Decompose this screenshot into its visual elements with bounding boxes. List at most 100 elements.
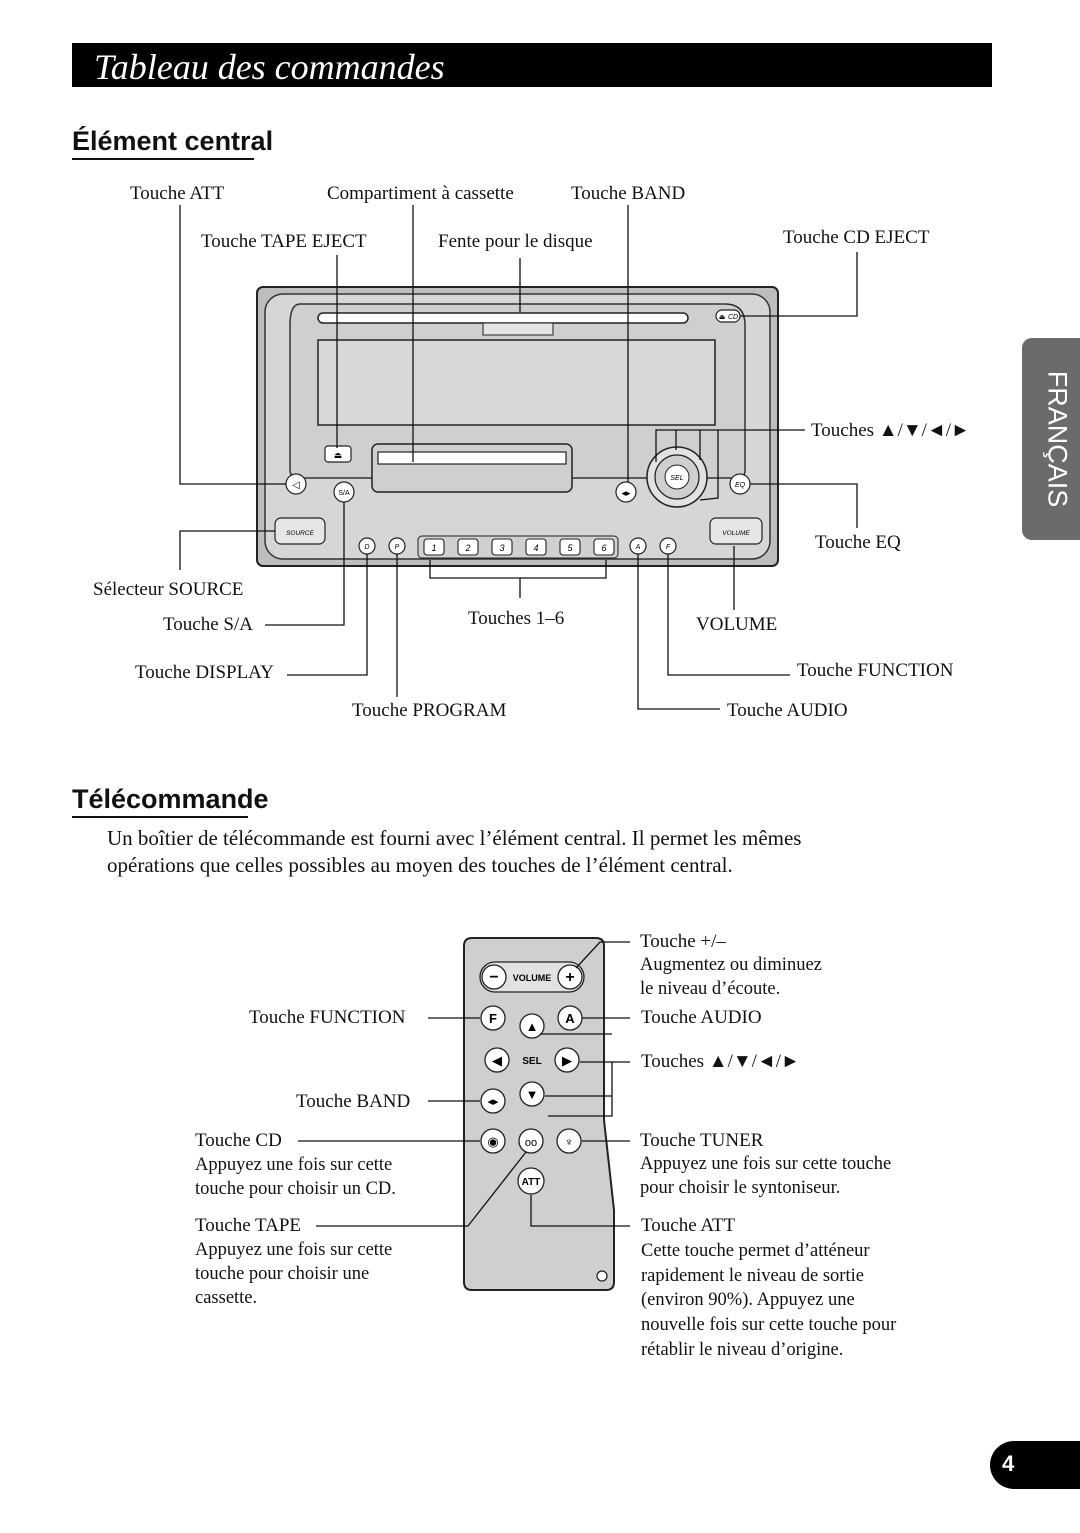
label-remote-band: Touche BAND — [296, 1091, 411, 1112]
label-remote-cd: Touche CD — [195, 1130, 282, 1151]
remote-function-button — [480, 1005, 506, 1031]
preset-button-6[interactable] — [593, 538, 615, 556]
speaker-icon: ◁ — [292, 480, 300, 491]
label-display: Touche DISPLAY — [135, 662, 274, 683]
remote-att-button — [517, 1167, 545, 1195]
remote-left-button — [484, 1047, 510, 1073]
remote-audio-text: A — [565, 1011, 575, 1026]
label-source: Sélecteur SOURCE — [93, 579, 244, 600]
desc-tape-2: touche pour choisir une — [195, 1264, 370, 1284]
preset-button-5[interactable] — [559, 538, 581, 556]
remote-leaders — [298, 941, 630, 1227]
desc-tuner-2: pour choisir le syntoniseur. — [640, 1178, 841, 1198]
preset-button-label: 3 — [499, 543, 504, 553]
desc-cd-2: touche pour choisir un CD. — [195, 1179, 396, 1199]
remote-volume-text: VOLUME — [513, 973, 552, 983]
minus-icon: − — [489, 969, 498, 986]
label-disc-slot: Fente pour le disque — [438, 231, 593, 252]
remote-right-button — [554, 1047, 580, 1073]
desc-tape-3: cassette. — [195, 1288, 258, 1308]
program-button-text: P — [395, 544, 400, 551]
remote-function-text: F — [489, 1011, 497, 1026]
label-remote-att: Touche ATT — [641, 1215, 736, 1236]
down-arrow-icon: ▼ — [526, 1087, 539, 1102]
page-number: 4 — [1002, 1451, 1015, 1476]
desc-cd-1: Appuyez une fois sur cette — [195, 1155, 393, 1175]
preset-button-4[interactable] — [525, 538, 547, 556]
label-remote-arrows: Touches ▲/▼/◄/► — [641, 1051, 800, 1072]
cassette-window — [317, 339, 716, 426]
page-title: Tableau des commandes — [94, 47, 445, 87]
label-audio: Touche AUDIO — [727, 700, 848, 721]
desc-att-3: (environ 90%). Appuyez une — [641, 1290, 855, 1310]
eq-button-text: EQ — [735, 482, 746, 489]
source-knob-text: SOURCE — [286, 530, 314, 537]
label-eq: Touche EQ — [815, 532, 901, 553]
label-plusminus: Touche +/– — [640, 931, 726, 952]
right-arrow-icon: ▶ — [562, 1053, 572, 1068]
tape-icon: oo — [525, 1137, 537, 1149]
cassette-slot — [377, 451, 567, 465]
label-cassette: Compartiment à cassette — [327, 183, 514, 204]
remote-down-button — [519, 1081, 545, 1107]
preset-button-1[interactable] — [423, 538, 445, 556]
volume-plus-button — [557, 964, 583, 990]
desc-tape-1: Appuyez une fois sur cette — [195, 1240, 393, 1260]
ir-indicator — [596, 1270, 608, 1282]
sel-button — [664, 464, 690, 490]
tape-eject-button — [324, 445, 352, 463]
label-cd-eject: Touche CD EJECT — [783, 227, 930, 248]
preset-buttons: 1 2 3 4 5 6 — [423, 538, 615, 556]
remote-att-text: ATT — [522, 1177, 541, 1188]
plus-icon: + — [565, 969, 574, 986]
disc-slot-lip — [482, 322, 554, 336]
tuner-icon: ♆ — [565, 1135, 574, 1149]
intro-line-2: opérations que celles possibles au moyen… — [107, 853, 733, 877]
cd-eject-text: CD — [728, 314, 738, 321]
title-bar — [72, 43, 992, 87]
display-button-text: D — [364, 544, 369, 551]
heading-underline — [72, 158, 254, 160]
preset-button-2[interactable] — [457, 538, 479, 556]
volume-knob-text: VOLUME — [722, 530, 750, 537]
remote-up-button — [519, 1013, 545, 1039]
label-remote-tuner: Touche TUNER — [640, 1130, 764, 1151]
remote-band-button — [480, 1088, 506, 1114]
sa-button-text: S/A — [338, 490, 350, 497]
label-volume: VOLUME — [696, 614, 778, 635]
label-remote-function: Touche FUNCTION — [249, 1007, 406, 1028]
label-program: Touche PROGRAM — [352, 700, 507, 721]
audio-button-text: A — [635, 544, 641, 551]
preset-button-label: 6 — [601, 543, 606, 553]
remote-sel-text: SEL — [522, 1056, 541, 1067]
section-heading-head-unit: Élément central — [72, 126, 274, 156]
function-button-text: F — [666, 544, 671, 551]
left-arrow-icon: ◀ — [492, 1053, 502, 1068]
label-remote-tape: Touche TAPE — [195, 1215, 302, 1236]
heading-underline — [72, 816, 248, 818]
preset-button-3[interactable] — [491, 538, 513, 556]
remote-tuner-button — [556, 1128, 582, 1154]
intro-line-1: Un boîtier de télécommande est fourni av… — [107, 826, 802, 850]
volume-knob — [709, 517, 763, 545]
remote-tape-button — [518, 1128, 544, 1154]
tape-eject-icon: ⏏ — [334, 450, 343, 460]
band-icon: ◂▸ — [621, 488, 631, 498]
volume-minus-button — [481, 964, 507, 990]
label-att: Touche ATT — [130, 183, 225, 204]
remote-cd-button — [480, 1128, 506, 1154]
preset-button-label: 4 — [533, 543, 538, 553]
label-arrows: Touches ▲/▼/◄/► — [811, 420, 970, 441]
cd-icon: ◉ — [487, 1134, 498, 1149]
language-tab — [1022, 338, 1080, 540]
preset-button-label: 2 — [464, 543, 470, 553]
volume-rocker — [479, 961, 585, 993]
preset-button-label: 5 — [567, 543, 573, 553]
label-sa: Touche S/A — [163, 614, 253, 635]
sel-text: SEL — [670, 475, 683, 482]
preset-button-label: 1 — [431, 543, 436, 553]
desc-plusminus-1: Augmentez ou diminuez — [640, 955, 822, 975]
desc-att-2: rapidement le niveau de sortie — [641, 1266, 864, 1286]
